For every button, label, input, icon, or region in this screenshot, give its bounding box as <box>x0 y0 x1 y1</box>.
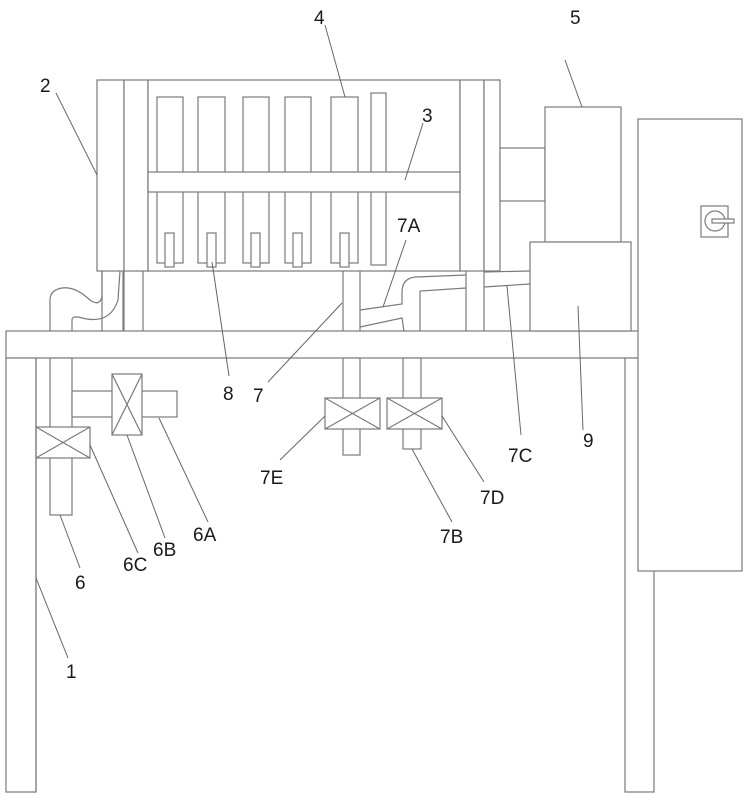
hydraulic-cylinder <box>499 106 622 243</box>
label-6A: 6A <box>193 525 217 546</box>
right-end-plate <box>483 79 501 272</box>
label-3: 3 <box>422 106 433 127</box>
drain-nozzle-3 <box>250 232 261 268</box>
label-7A: 7A <box>397 216 421 237</box>
filter-press <box>96 79 501 331</box>
drain-nozzle-1 <box>164 232 175 268</box>
label-7: 7 <box>253 386 264 407</box>
reference-labels: 2 4 3 5 7A 7 8 6A 6B 6C 6 1 7E 7B 7D 7C … <box>40 8 594 683</box>
label-7D: 7D <box>480 488 504 509</box>
label-4: 4 <box>314 8 325 29</box>
label-5: 5 <box>570 8 581 29</box>
right-head-plate <box>459 79 485 272</box>
cylinder-body <box>544 106 622 243</box>
drain-nozzle-5 <box>339 232 350 268</box>
left-press-plate <box>96 79 125 272</box>
hose-6-outer <box>49 271 103 331</box>
drain-nozzle-2 <box>206 232 217 268</box>
label-1: 1 <box>66 662 77 683</box>
label-9: 9 <box>583 431 594 452</box>
label-2: 2 <box>40 76 51 97</box>
branch-7A-top <box>359 274 467 311</box>
drain-nozzle-4 <box>292 232 303 268</box>
label-7B: 7B <box>440 527 463 548</box>
pipe-7C <box>483 270 531 288</box>
left-head-plate <box>123 79 149 272</box>
leader-lines <box>35 24 584 659</box>
left-drain-pipe <box>35 357 178 792</box>
label-7C: 7C <box>508 446 532 467</box>
cabinet-body <box>637 118 743 572</box>
label-6C: 6C <box>123 555 147 576</box>
label-8: 8 <box>223 384 234 405</box>
guide-beam <box>147 171 461 193</box>
switch-handle <box>711 218 735 224</box>
electric-cabinet <box>637 118 743 572</box>
table-top <box>5 330 741 359</box>
left-leg <box>5 357 37 793</box>
label-7E: 7E <box>260 468 283 489</box>
feed-pipe-system <box>324 271 467 456</box>
branch-7A-bottom <box>359 317 405 332</box>
control-box-9 <box>529 241 632 332</box>
label-6B: 6B <box>153 540 176 561</box>
cylinder-rod-housing <box>499 147 546 202</box>
branch-7A-inner <box>419 287 467 331</box>
label-6: 6 <box>75 573 86 594</box>
hose-6-inner <box>71 270 121 331</box>
